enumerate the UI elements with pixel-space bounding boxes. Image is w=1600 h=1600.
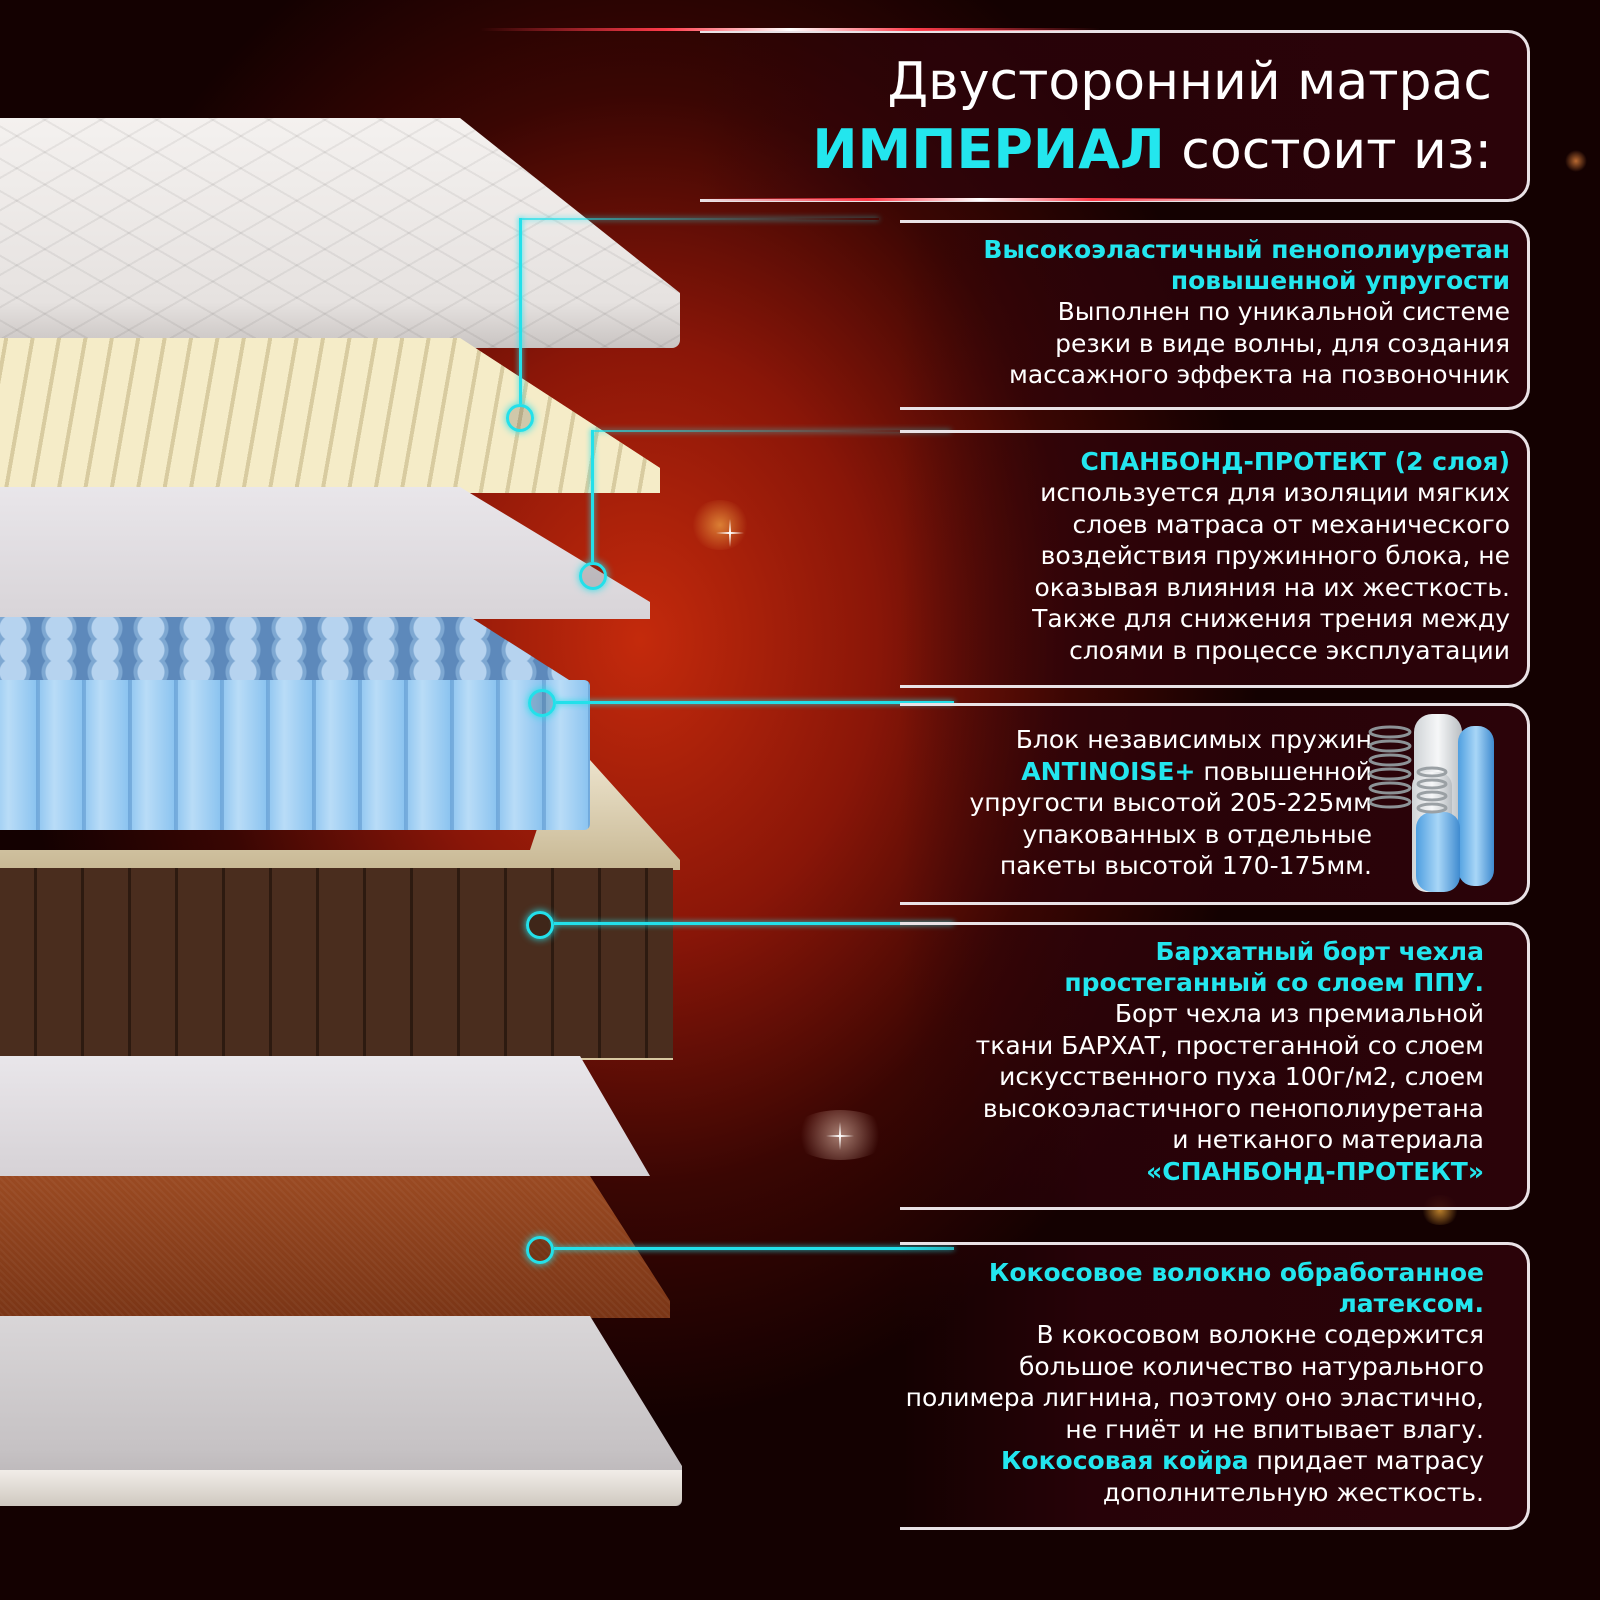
title-accent-line-top [480, 28, 1100, 31]
layer-marker-3 [528, 689, 556, 717]
leader-line [519, 218, 522, 404]
layer-text: Кокосовая койра придает матрасу [1000, 1446, 1484, 1475]
layer-text: ANTINOISE+ повышенной [1021, 756, 1372, 786]
layer-panel-5 [900, 1242, 1530, 1530]
layer-text: и нетканого материала [1172, 1125, 1484, 1154]
title-accent-line-bottom [700, 198, 1260, 201]
layer-description-5: Кокосовое волокно обработанное латексом.… [906, 1257, 1484, 1508]
layer-text: резки в виде волны, для создания [1055, 328, 1510, 358]
layer-heading: Бархатный борт чехла [1155, 937, 1484, 966]
wave-foam-layer [0, 338, 660, 493]
layer-marker-1 [506, 404, 534, 432]
leader-line [591, 430, 951, 432]
layer-text: Блок независимых пружин [1015, 725, 1372, 754]
layer-text: большое количество натурального [1019, 1351, 1484, 1381]
title-panel [700, 30, 1530, 202]
layer-text: воздействия пружинного блока, не [1040, 541, 1510, 570]
layer-text: искусственного пуха 100г/м2, слоем [999, 1062, 1484, 1091]
leader-line [591, 430, 594, 562]
leader-line [519, 218, 879, 220]
velvet-side-border [0, 868, 673, 1060]
top-quilted-cover [0, 118, 680, 348]
layer-heading: Кокосовое волокно обработанное [988, 1258, 1484, 1287]
layer-text: слоями в процессе эксплуатации [1069, 635, 1510, 665]
layer-marker-4 [526, 911, 554, 939]
layer-panel-4 [900, 922, 1530, 1210]
layer-text: упругости высотой 205-225мм [969, 788, 1372, 817]
layer-text: массажного эффекта на позвоночник [1009, 360, 1510, 389]
pocket-spring-block [0, 680, 590, 830]
bottom-cover-rim [0, 1470, 682, 1506]
sparkle-glow [690, 500, 750, 550]
layer-description-1: Высокоэластичный пенополиуретан повышенн… [983, 234, 1510, 391]
page-title-line2: ИМПЕРИАЛ состоит из: [812, 118, 1492, 181]
layer-text: В кокосовом волокне содержится [1036, 1320, 1484, 1349]
spring-block-top [0, 617, 580, 687]
layer-panel-1 [900, 220, 1530, 410]
leader-line [554, 1247, 954, 1250]
layer-heading: «СПАНБОНД-ПРОТЕКТ» [1146, 1156, 1484, 1186]
leader-line [556, 701, 954, 704]
layer-panel-2 [900, 430, 1530, 688]
layer-heading: СПАНБОНД-ПРОТЕКТ (2 слоя) [1080, 447, 1510, 476]
layer-text: пакеты высотой 170-175мм. [999, 851, 1372, 880]
layer-text: оказывая влияния на их жесткость. [1034, 572, 1510, 602]
layer-text: ткани БАРХАТ, простеганной со слоем [975, 1030, 1484, 1060]
layer-text: полимера лигнина, поэтому оно эластично, [905, 1383, 1484, 1412]
layer-text: упакованных в отдельные [1022, 819, 1372, 849]
layer-description-2: СПАНБОНД-ПРОТЕКТ (2 слоя) используется д… [1032, 446, 1510, 666]
layer-heading: повышенной упругости [1170, 266, 1510, 295]
layer-text: Также для снижения трения между [1032, 604, 1510, 633]
page-title-line1: Двусторонний матрас [887, 52, 1492, 112]
layer-heading: латексом. [1338, 1289, 1484, 1318]
layer-text: высокоэластичного пенополиуретана [982, 1093, 1484, 1123]
brand-name: ИМПЕРИАЛ [812, 118, 1165, 181]
layer-text: слоев матраса от механического [1072, 509, 1511, 539]
layer-text: не гниёт и не впитывает влагу. [1065, 1414, 1484, 1444]
coir-highlight: Кокосовая койра [1000, 1446, 1249, 1475]
layer-text: Выполнен по уникальной системе [1057, 297, 1510, 326]
leader-line [554, 922, 954, 925]
spring-model-name: ANTINOISE+ [1021, 756, 1196, 786]
layer-heading: простеганный со слоем ППУ. [1064, 968, 1484, 997]
layer-marker-5 [526, 1236, 554, 1264]
layer-heading: Высокоэластичный пенополиуретан [983, 235, 1510, 264]
layer-marker-2 [579, 562, 607, 590]
spring-pocket-icon [1368, 714, 1494, 892]
layer-text: дополнительную жесткость. [1102, 1477, 1484, 1507]
layer-text: Борт чехла из премиальной [1114, 999, 1484, 1028]
layer-description-4: Бархатный борт чехла простеганный со сло… [976, 936, 1484, 1187]
layer-description-3: Блок независимых пружин ANTINOISE+ повыш… [970, 724, 1372, 882]
sparkle-glow [1565, 150, 1587, 172]
layer-text: используется для изоляции мягких [1040, 478, 1510, 507]
spunbond-layer-top [0, 487, 650, 619]
spunbond-layer-bottom [0, 1056, 650, 1176]
